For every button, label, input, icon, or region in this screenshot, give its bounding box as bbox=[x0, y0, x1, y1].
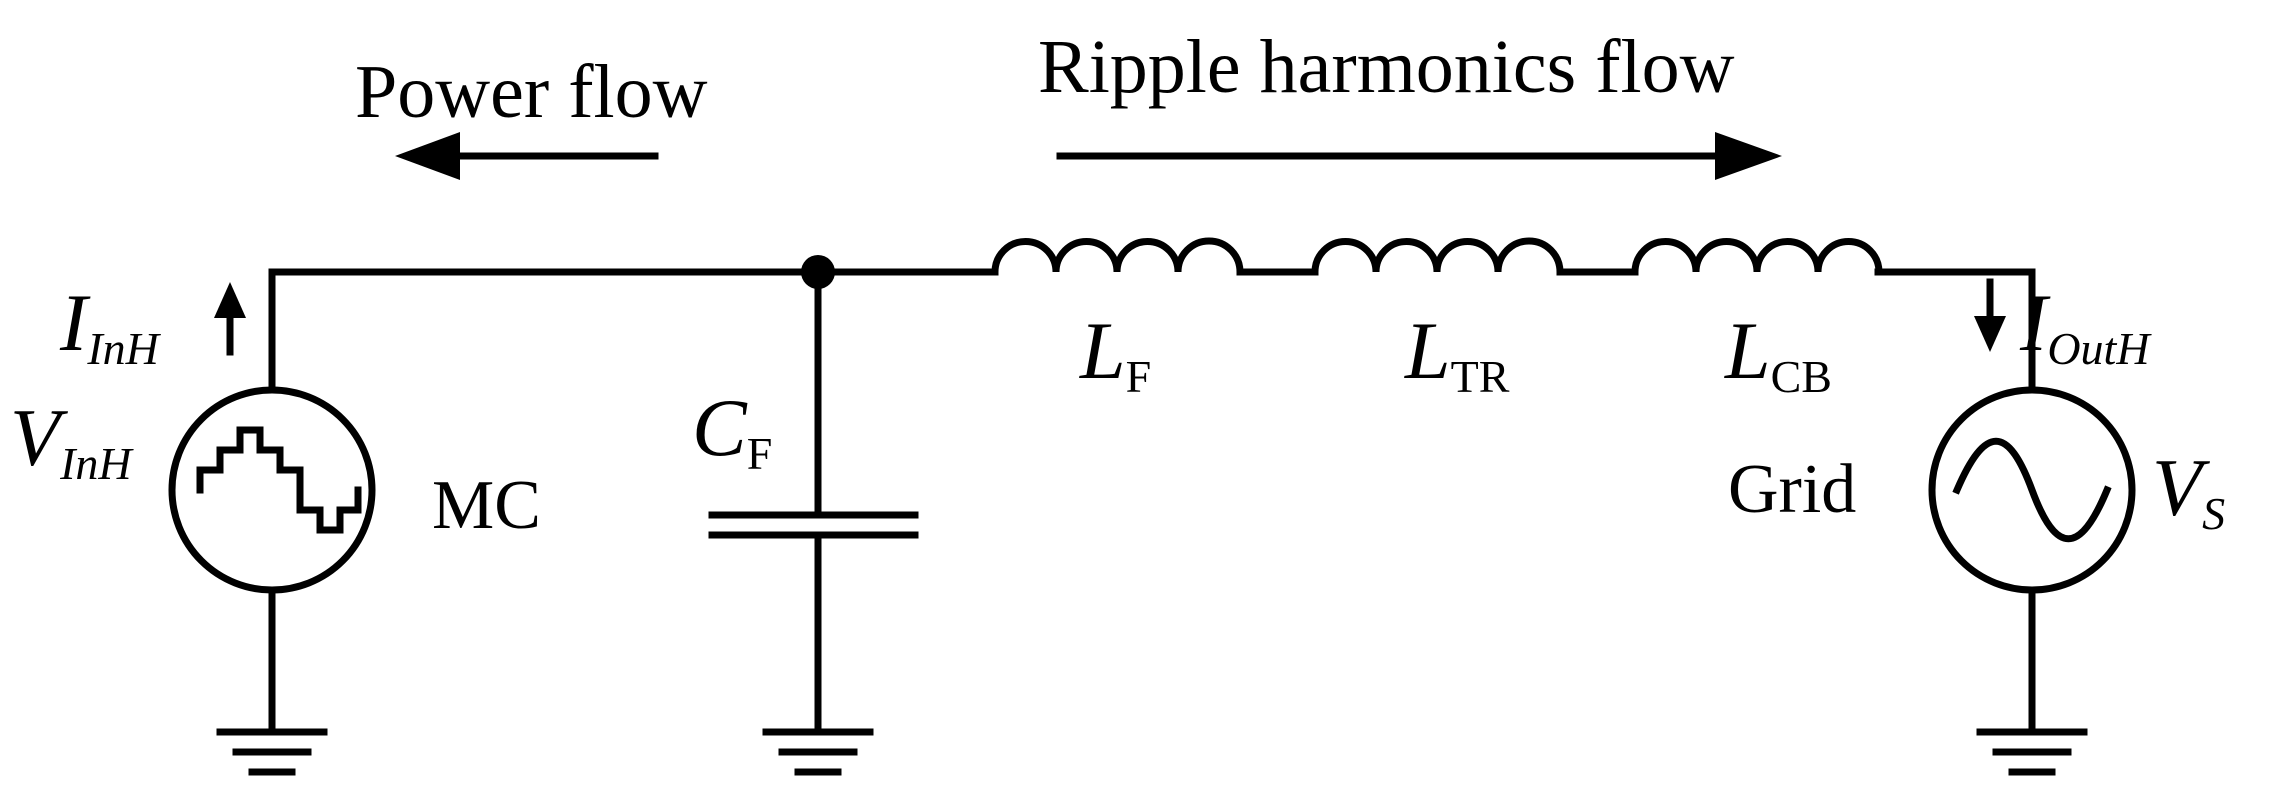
input-current-arrow bbox=[214, 282, 246, 356]
ripple-harmonics-heading: Ripple harmonics flow bbox=[1038, 25, 1735, 109]
inductor-lcb-label: LCB bbox=[1724, 305, 1832, 402]
grid-label: Grid bbox=[1728, 451, 1856, 528]
inductor-lf-label: LF bbox=[1079, 305, 1151, 402]
mc-ground-icon bbox=[216, 728, 328, 776]
mc-label: MC bbox=[432, 467, 541, 544]
capacitor-ground-icon bbox=[762, 728, 874, 776]
grid-ground-icon bbox=[1976, 728, 2088, 776]
inductor-lf bbox=[991, 237, 1244, 276]
mc-voltage-source bbox=[168, 386, 376, 594]
input-voltage-label: VInH bbox=[10, 392, 134, 489]
ripple-harmonics-arrow bbox=[1056, 132, 1782, 180]
capacitor-cf bbox=[708, 511, 919, 539]
power-flow-heading: Power flow bbox=[355, 50, 708, 134]
main-bus-wire bbox=[268, 268, 2036, 394]
output-current-label: IOutH bbox=[2019, 277, 2152, 374]
grid-voltage-label: VS bbox=[2152, 442, 2225, 539]
input-current-label: IInH bbox=[59, 277, 162, 374]
inductor-ltr bbox=[1311, 237, 1564, 276]
output-current-arrow bbox=[1974, 278, 2006, 352]
inductor-lcb bbox=[1631, 238, 1883, 276]
grid-voltage-source bbox=[1928, 386, 2136, 594]
capacitor-label: CF bbox=[692, 382, 772, 479]
power-flow-arrow bbox=[395, 132, 659, 180]
inductor-ltr-label: LTR bbox=[1404, 305, 1510, 402]
